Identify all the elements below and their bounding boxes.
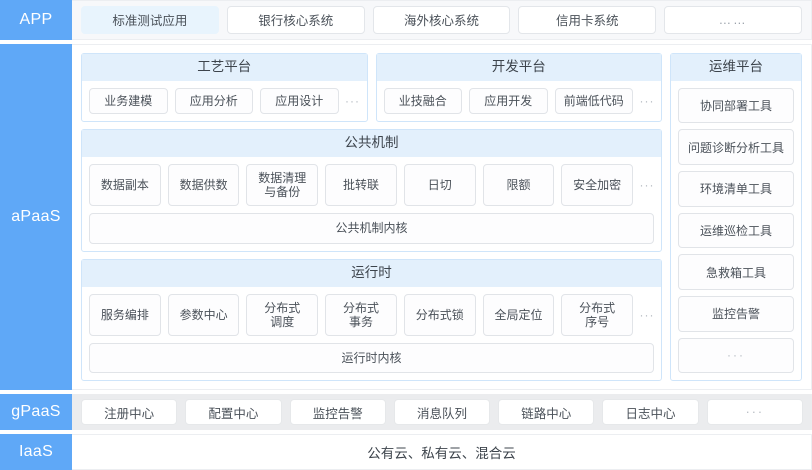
panel-title-craft-platform: 工艺平台 — [82, 53, 367, 81]
runtime-item-distributed-scheduling[interactable]: 分布式 调度 — [246, 293, 319, 337]
tier-label-apaas: aPaaS — [0, 43, 72, 391]
ops-item-problem-diagnosis-tool[interactable]: 问题诊断分析工具 — [678, 129, 794, 165]
app-tier-row: APP 标准测试应用 银行核心系统 海外核心系统 信用卡系统 …… — [0, 0, 812, 40]
app-item-credit-card[interactable]: 信用卡系统 — [518, 5, 657, 34]
panel-items-dev-platform: 业技融合 应用开发 前端低代码 ··· — [377, 81, 662, 121]
runtime-item-distributed-transaction[interactable]: 分布式 事务 — [325, 293, 397, 337]
apaas-ops-column: 运维平台 协同部署工具 问题诊断分析工具 环境清单工具 运维巡检工具 急救箱工具… — [670, 52, 802, 382]
runtime-item-parameter-center[interactable]: 参数中心 — [167, 293, 240, 337]
ops-item-inspection-tool[interactable]: 运维巡检工具 — [678, 212, 794, 249]
craft-item-app-design[interactable]: 应用设计 — [260, 87, 339, 114]
common-mechanism-more-icon[interactable]: ··· — [639, 178, 655, 193]
mech-item-batch-transfer[interactable]: 批转联 — [325, 164, 397, 207]
dev-item-app-development[interactable]: 应用开发 — [469, 87, 548, 114]
panel-items-common-mechanism: 数据副本 数据供数 数据清理 与备份 批转联 日切 限额 安全加密 ··· 公共… — [82, 157, 661, 250]
mech-item-data-replica[interactable]: 数据副本 — [89, 164, 161, 207]
mech-item-data-supply[interactable]: 数据供数 — [167, 164, 240, 207]
panel-ops-platform: 运维平台 协同部署工具 问题诊断分析工具 环境清单工具 运维巡检工具 急救箱工具… — [670, 52, 802, 382]
panel-items-ops-platform: 协同部署工具 问题诊断分析工具 环境清单工具 运维巡检工具 急救箱工具 监控告警… — [671, 81, 801, 380]
panel-runtime: 运行时 服务编排 参数中心 分布式 调度 分布式 事务 分布式锁 全局定位 分布… — [81, 258, 662, 382]
mech-item-quota[interactable]: 限额 — [482, 164, 555, 207]
mech-item-kernel[interactable]: 公共机制内核 — [89, 213, 654, 244]
gpaas-item-registry-center[interactable]: 注册中心 — [81, 399, 178, 426]
ops-item-collab-deploy-tool[interactable]: 协同部署工具 — [678, 87, 794, 124]
mech-item-security-encryption[interactable]: 安全加密 — [561, 164, 634, 207]
runtime-item-distributed-lock[interactable]: 分布式锁 — [403, 293, 476, 337]
gpaas-item-monitoring-alarm[interactable]: 监控告警 — [289, 399, 386, 426]
iaas-tier-content: 公有云、私有云、混合云 — [72, 434, 812, 470]
iaas-tier-row: IaaS 公有云、私有云、混合云 — [0, 434, 812, 470]
app-tier-items: 标准测试应用 银行核心系统 海外核心系统 信用卡系统 …… — [72, 0, 812, 40]
panel-title-ops-platform: 运维平台 — [671, 53, 801, 81]
runtime-chip-line: 服务编排 参数中心 分布式 调度 分布式 事务 分布式锁 全局定位 分布式 序号… — [89, 293, 655, 337]
gpaas-item-config-center[interactable]: 配置中心 — [185, 399, 282, 426]
panel-title-dev-platform: 开发平台 — [376, 53, 661, 81]
ops-item-more[interactable]: ··· — [678, 337, 794, 374]
mech-item-day-cutoff[interactable]: 日切 — [403, 164, 476, 207]
gpaas-item-more[interactable]: ··· — [706, 399, 803, 426]
panel-craft-platform: 工艺平台 业务建模 应用分析 应用设计 ··· — [81, 52, 368, 122]
runtime-more-icon[interactable]: ··· — [639, 307, 655, 322]
gpaas-tier-items: 注册中心 配置中心 监控告警 消息队列 链路中心 日志中心 ··· — [72, 394, 812, 431]
gpaas-item-log-center[interactable]: 日志中心 — [602, 399, 699, 426]
mech-item-data-cleanup-backup[interactable]: 数据清理 与备份 — [246, 164, 319, 207]
app-item-bank-core[interactable]: 银行核心系统 — [226, 5, 365, 34]
panel-items-craft-platform: 业务建模 应用分析 应用设计 ··· — [82, 81, 367, 121]
craft-item-app-analysis[interactable]: 应用分析 — [174, 87, 253, 114]
panel-title-common-mechanism: 公共机制 — [82, 129, 661, 158]
tier-label-gpaas: gPaaS — [0, 394, 72, 431]
apaas-platform-pair: 工艺平台 业务建模 应用分析 应用设计 ··· 开发平台 业技融合 应用开发 — [81, 52, 662, 122]
craft-item-business-modeling[interactable]: 业务建模 — [89, 87, 168, 114]
apaas-tier-row: aPaaS 工艺平台 业务建模 应用分析 应用设计 ··· — [0, 43, 812, 391]
ops-item-monitoring-alarm[interactable]: 监控告警 — [678, 295, 794, 332]
panel-common-mechanism: 公共机制 数据副本 数据供数 数据清理 与备份 批转联 日切 限额 安全加密 ·… — [81, 128, 662, 252]
craft-more-icon[interactable]: ··· — [345, 93, 360, 108]
runtime-item-global-positioning[interactable]: 全局定位 — [482, 293, 555, 337]
tier-label-app: APP — [0, 0, 72, 40]
tier-label-iaas: IaaS — [0, 434, 72, 470]
app-item-more[interactable]: …… — [664, 5, 802, 34]
ops-item-first-aid-kit-tool[interactable]: 急救箱工具 — [678, 254, 794, 290]
gpaas-tier-row: gPaaS 注册中心 配置中心 监控告警 消息队列 链路中心 日志中心 ··· — [0, 394, 812, 431]
runtime-item-kernel[interactable]: 运行时内核 — [89, 343, 654, 374]
runtime-item-service-orchestration[interactable]: 服务编排 — [89, 293, 161, 337]
gpaas-item-trace-center[interactable]: 链路中心 — [498, 399, 595, 426]
apaas-main-column: 工艺平台 业务建模 应用分析 应用设计 ··· 开发平台 业技融合 应用开发 — [81, 52, 662, 382]
ops-item-environment-inventory-tool[interactable]: 环境清单工具 — [678, 170, 794, 207]
common-mechanism-chip-line: 数据副本 数据供数 数据清理 与备份 批转联 日切 限额 安全加密 ··· — [89, 164, 655, 207]
panel-dev-platform: 开发平台 业技融合 应用开发 前端低代码 ··· — [375, 52, 662, 122]
panel-items-runtime: 服务编排 参数中心 分布式 调度 分布式 事务 分布式锁 全局定位 分布式 序号… — [82, 287, 661, 380]
app-item-overseas-core[interactable]: 海外核心系统 — [372, 5, 511, 34]
gpaas-item-message-queue[interactable]: 消息队列 — [393, 399, 491, 426]
apaas-tier-content: 工艺平台 业务建模 应用分析 应用设计 ··· 开发平台 业技融合 应用开发 — [72, 43, 812, 391]
runtime-item-distributed-sequence[interactable]: 分布式 序号 — [561, 293, 634, 337]
dev-item-frontend-lowcode[interactable]: 前端低代码 — [554, 87, 633, 114]
dev-more-icon[interactable]: ··· — [639, 93, 655, 108]
panel-title-runtime: 运行时 — [82, 259, 661, 287]
app-item-standard-test[interactable]: 标准测试应用 — [81, 5, 219, 34]
dev-item-biz-tech-fusion[interactable]: 业技融合 — [383, 87, 462, 114]
